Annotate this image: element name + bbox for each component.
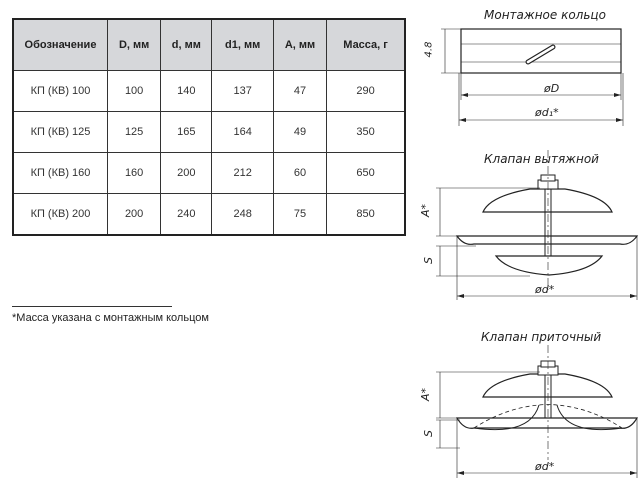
- supply-valve-drawing: [436, 345, 639, 478]
- table-row: КП (КВ) 125 125 165 164 49 350: [12, 111, 406, 153]
- ring-height-label: 4.8: [423, 41, 435, 58]
- mounting-ring-drawing: [441, 28, 624, 126]
- table-cell: КП (КВ) 200: [12, 193, 108, 236]
- table-cell: 137: [211, 70, 274, 112]
- table-cell: 240: [160, 193, 213, 236]
- table-cell: 49: [272, 111, 328, 153]
- table-cell: 200: [160, 152, 213, 194]
- exhaust-valve-title: Клапан вытяжной: [484, 152, 599, 166]
- exhaust-dim-A-label: A*: [419, 203, 433, 218]
- table-cell: 60: [272, 152, 328, 194]
- table-cell: 212: [211, 152, 274, 194]
- mounting-ring-title: Монтажное кольцо: [484, 8, 606, 22]
- table-cell: 75: [272, 193, 328, 236]
- ring-dim-D-label: øD: [544, 82, 560, 95]
- header-d1: d1, мм: [211, 18, 274, 71]
- header-A: A, мм: [272, 18, 328, 71]
- table-cell: 200: [106, 193, 162, 236]
- table-cell: 248: [211, 193, 274, 236]
- footnote-text: *Масса указана с монтажным кольцом: [12, 312, 209, 324]
- exhaust-dim-d-label: ød*: [535, 283, 555, 296]
- table-cell: 650: [326, 152, 406, 194]
- supply-valve-title: Клапан приточный: [481, 330, 602, 344]
- header-mass: Масса, г: [326, 18, 406, 71]
- table-header-row: Обозначение D, мм d, мм d1, мм A, мм Мас…: [12, 18, 406, 71]
- supply-dim-S-label: S: [421, 430, 435, 437]
- table-cell: КП (КВ) 160: [12, 152, 108, 194]
- table-row: КП (КВ) 100 100 140 137 47 290: [12, 70, 406, 112]
- table-cell: 290: [326, 70, 406, 112]
- table-cell: 850: [326, 193, 406, 236]
- ring-dim-d1-label: ød₁*: [535, 106, 559, 119]
- footnote-divider: [12, 306, 172, 307]
- table-cell: 164: [211, 111, 274, 153]
- table-cell: 100: [106, 70, 162, 112]
- table-row: КП (КВ) 200 200 240 248 75 850: [12, 193, 406, 236]
- table-cell: 165: [160, 111, 213, 153]
- header-d: d, мм: [160, 18, 213, 71]
- specifications-table: Обозначение D, мм d, мм d1, мм A, мм Мас…: [12, 18, 406, 236]
- header-D: D, мм: [106, 18, 162, 71]
- table-cell: 350: [326, 111, 406, 153]
- table-row: КП (КВ) 160 160 200 212 60 650: [12, 152, 406, 194]
- exhaust-valve-drawing: [436, 150, 639, 300]
- table-cell: 160: [106, 152, 162, 194]
- exhaust-dim-S-label: S: [421, 257, 435, 264]
- supply-dim-A-label: A*: [419, 387, 433, 402]
- supply-dim-d-label: ød*: [535, 460, 555, 473]
- table-cell: 47: [272, 70, 328, 112]
